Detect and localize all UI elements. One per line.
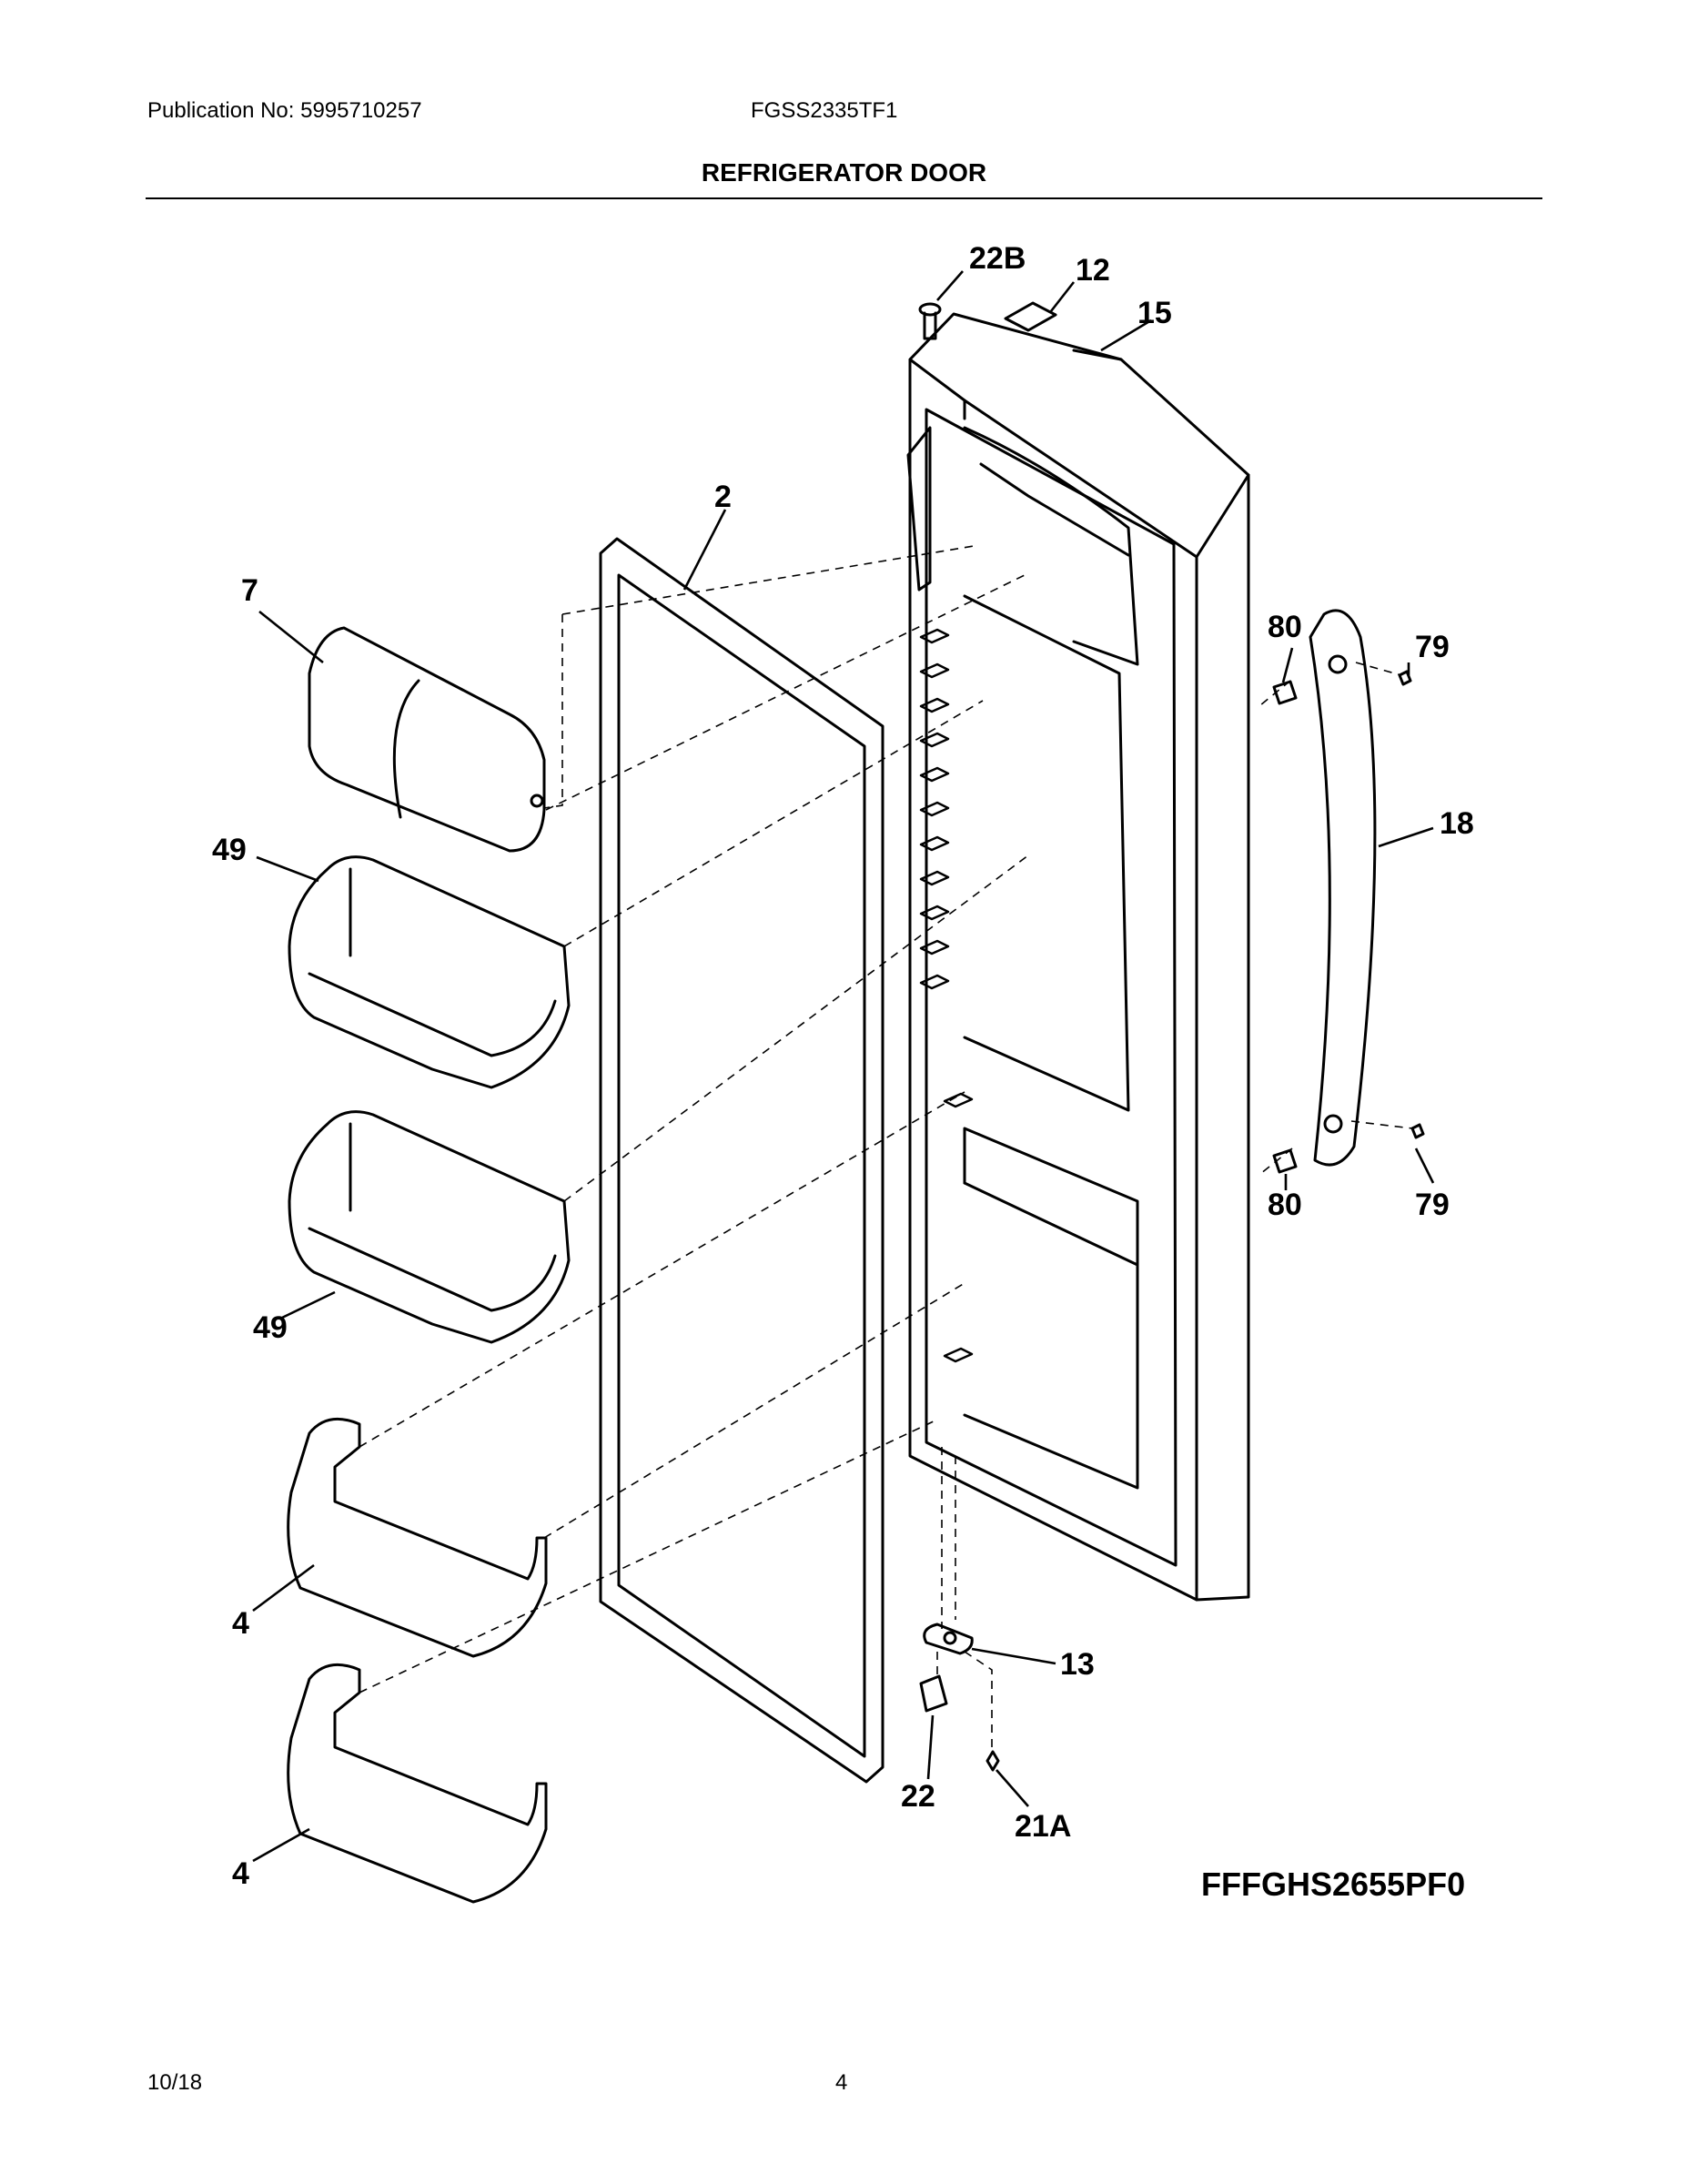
handle-screws [1398,670,1425,1139]
revision-date: 10/18 [147,2070,203,2095]
callout-13: 13 [1060,1647,1095,1682]
leader-lines [252,270,1435,1863]
door-handle [1309,609,1377,1167]
door-bin-upper [288,855,571,1089]
publication-number: Publication No: 5995710257 [147,98,422,123]
callout-22: 22 [901,1779,935,1814]
callout-49-upper: 49 [212,833,247,867]
model-number: FGSS2335TF1 [751,98,898,123]
section-title: REFRIGERATOR DOOR [701,158,987,187]
callout-15: 15 [1137,296,1172,330]
callout-79-lower: 79 [1415,1188,1450,1222]
door-outer-panel [908,312,1250,1602]
callout-18: 18 [1440,806,1474,841]
callout-79-upper: 79 [1415,630,1450,664]
rating-label [1004,301,1057,332]
bottom-hinge-bushing [919,1674,948,1713]
bottom-hinge-screw [986,1750,1000,1772]
callout-80-lower: 80 [1268,1188,1302,1222]
door-inner-liner [906,408,1178,1567]
callout-12: 12 [1076,253,1110,288]
door-bin-lower [288,1110,571,1344]
page-number: 4 [835,2070,848,2095]
callout-49-lower: 49 [253,1310,288,1345]
assembly-lines [359,545,1413,1752]
callout-4-lower: 4 [232,1856,249,1891]
top-hinge-pin [918,302,942,340]
diagram-code: FFFGHS2655PF0 [1201,1866,1466,1903]
bottom-hinge-bracket [923,1623,974,1655]
header-divider [146,197,1542,199]
callout-2: 2 [714,480,732,514]
handle-mount-studs [1272,680,1298,1174]
callout-80-upper: 80 [1268,610,1302,644]
callout-21a: 21A [1015,1809,1071,1844]
door-shelf-lower [287,1663,548,1904]
callout-7: 7 [241,573,258,608]
door-gasket [599,537,884,1784]
door-shelf-upper [287,1417,548,1658]
dairy-compartment [308,626,546,853]
callout-22b: 22B [969,241,1026,276]
callout-4-upper: 4 [232,1606,249,1641]
door-shelf-studs [919,628,974,1363]
